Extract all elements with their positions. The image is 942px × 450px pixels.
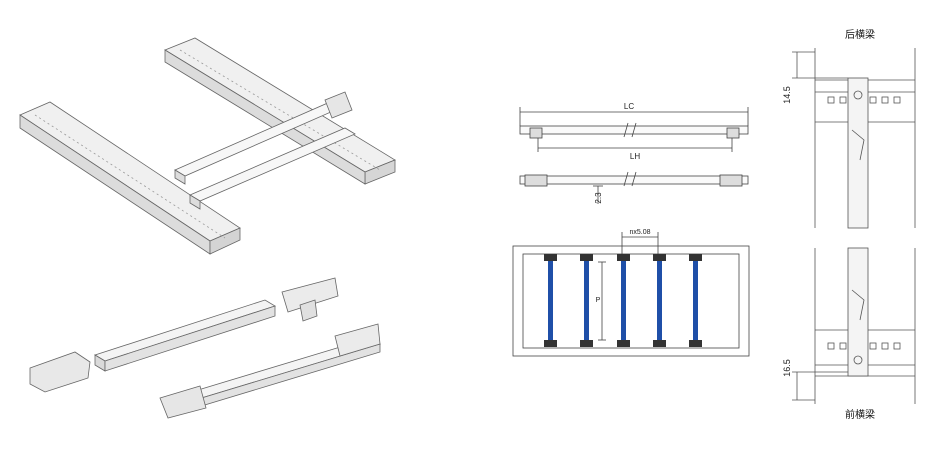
- iso-beam-part-1: [29, 277, 339, 393]
- rear-beam-label: 后横梁: [845, 28, 875, 41]
- height-dim-label: 2.3: [594, 192, 603, 204]
- top-offset-dim-label: 14.5: [782, 86, 792, 104]
- top-view: [512, 232, 750, 357]
- front-beam-label: 前横梁: [845, 408, 875, 421]
- spacing-dim-label: nx5.08: [629, 229, 650, 236]
- blue-rail-1: [544, 254, 557, 347]
- blue-rail-5: [689, 254, 702, 347]
- section-view: [792, 48, 916, 404]
- blue-rail-3: [617, 254, 630, 347]
- top-view-blue-rails: [544, 254, 702, 347]
- lc-dim-label: LC: [624, 102, 634, 111]
- blue-rail-4: [653, 254, 666, 347]
- blue-rail-2: [580, 254, 593, 347]
- side-view: [519, 107, 749, 204]
- iso-beam-part-2: [159, 323, 381, 419]
- span-dim-label: P: [596, 297, 601, 304]
- iso-rail-assembly: [19, 37, 396, 255]
- lh-dim-label: LH: [630, 152, 640, 161]
- bottom-offset-dim-label: 16.5: [782, 359, 792, 377]
